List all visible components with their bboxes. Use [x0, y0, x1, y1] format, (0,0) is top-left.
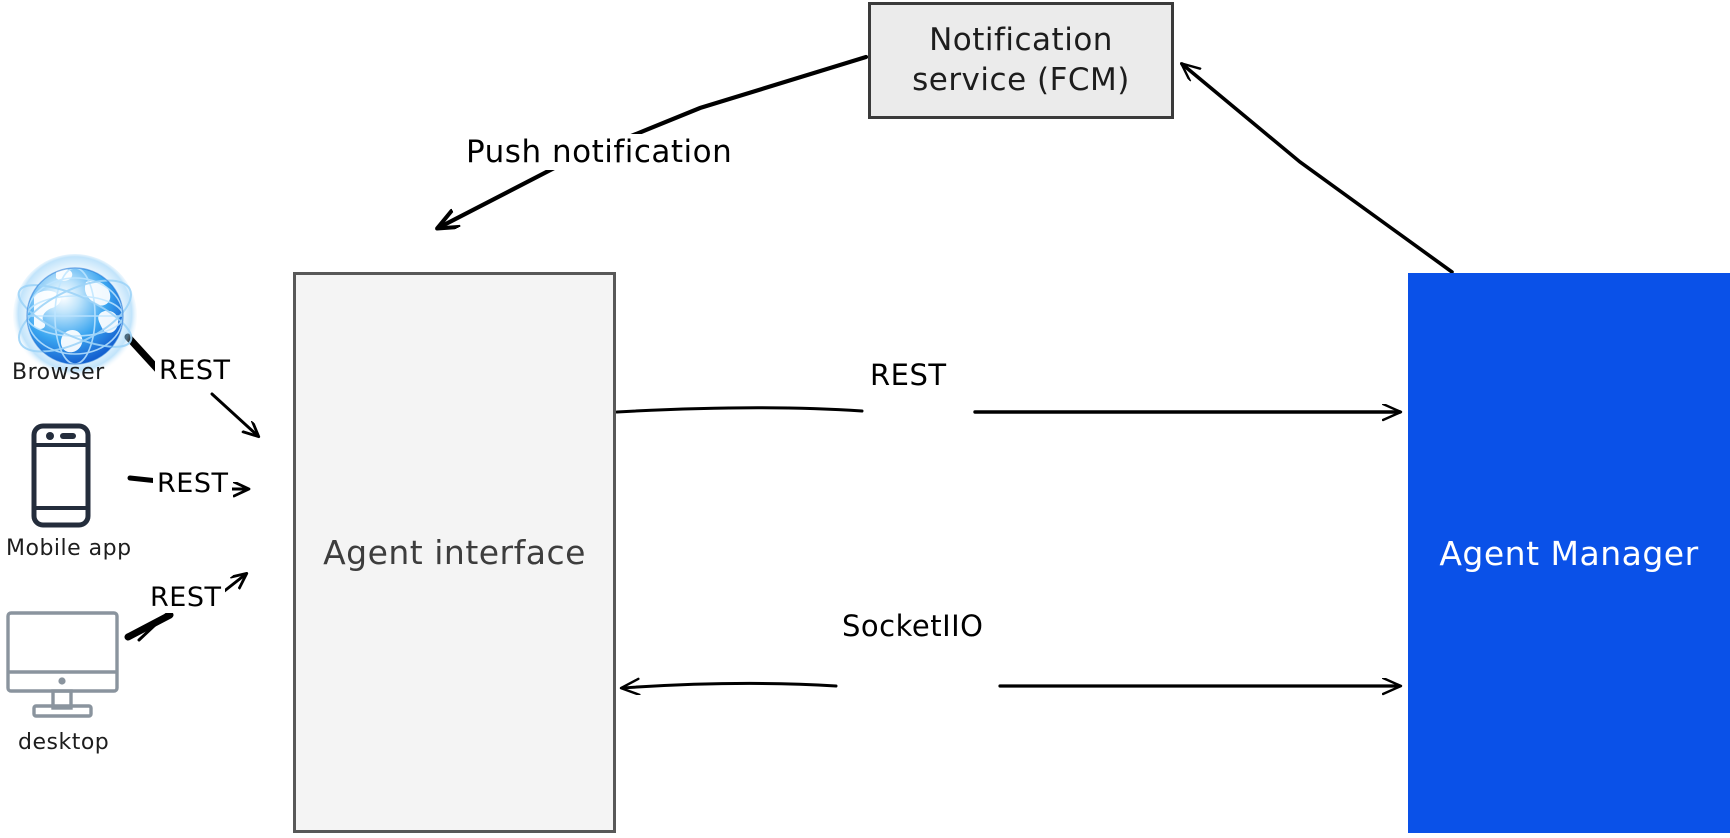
client-caption-mobile: Mobile app	[6, 536, 132, 561]
node-notification-service-label: Notification service (FCM)	[912, 21, 1130, 100]
edge-label-push-notification: Push notification	[462, 134, 737, 170]
node-agent-manager-label: Agent Manager	[1439, 533, 1699, 573]
client-caption-desktop: desktop	[18, 730, 110, 755]
client-caption-browser: Browser	[12, 360, 105, 385]
node-agent-manager[interactable]: Agent Manager	[1408, 273, 1730, 833]
edge-rest-browser	[124, 333, 258, 436]
smartphone-icon	[30, 423, 92, 528]
node-agent-interface-label: Agent interface	[323, 533, 586, 572]
edge-rest-main	[615, 408, 1400, 412]
edge-socketio	[622, 683, 1400, 688]
edge-manager-to-notification	[1182, 64, 1454, 274]
notification-label-line2: service (FCM)	[912, 61, 1130, 98]
edge-label-rest-main: REST	[866, 358, 951, 392]
node-agent-interface[interactable]: Agent interface	[293, 272, 616, 833]
desktop-monitor-icon	[5, 610, 120, 720]
globe-icon	[10, 250, 140, 385]
notification-label-line1: Notification	[929, 21, 1113, 58]
edge-label-rest-desktop: REST	[146, 582, 226, 613]
edge-label-rest-mobile: REST	[153, 468, 233, 499]
edge-label-socketio: SocketIIO	[838, 609, 988, 643]
edge-label-rest-browser: REST	[155, 355, 235, 386]
node-notification-service[interactable]: Notification service (FCM)	[868, 2, 1174, 119]
